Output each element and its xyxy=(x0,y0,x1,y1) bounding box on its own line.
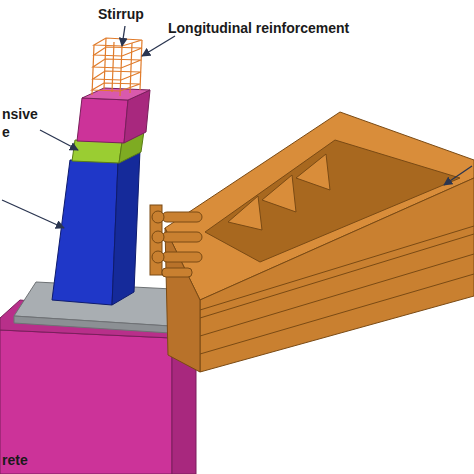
leader-lines xyxy=(2,26,472,228)
loading-box xyxy=(165,112,474,372)
column xyxy=(52,150,140,305)
part-label: e xyxy=(2,124,10,141)
part-label: rete xyxy=(2,452,28,469)
concrete-base xyxy=(0,300,196,474)
reinforcement-cage xyxy=(92,38,142,96)
part-label: Stirrup xyxy=(98,6,144,23)
actuator-connector xyxy=(150,205,202,277)
part-label: nsive xyxy=(2,106,38,123)
part-label: Longitudinal reinforcement xyxy=(168,20,349,37)
column-head xyxy=(77,88,150,143)
